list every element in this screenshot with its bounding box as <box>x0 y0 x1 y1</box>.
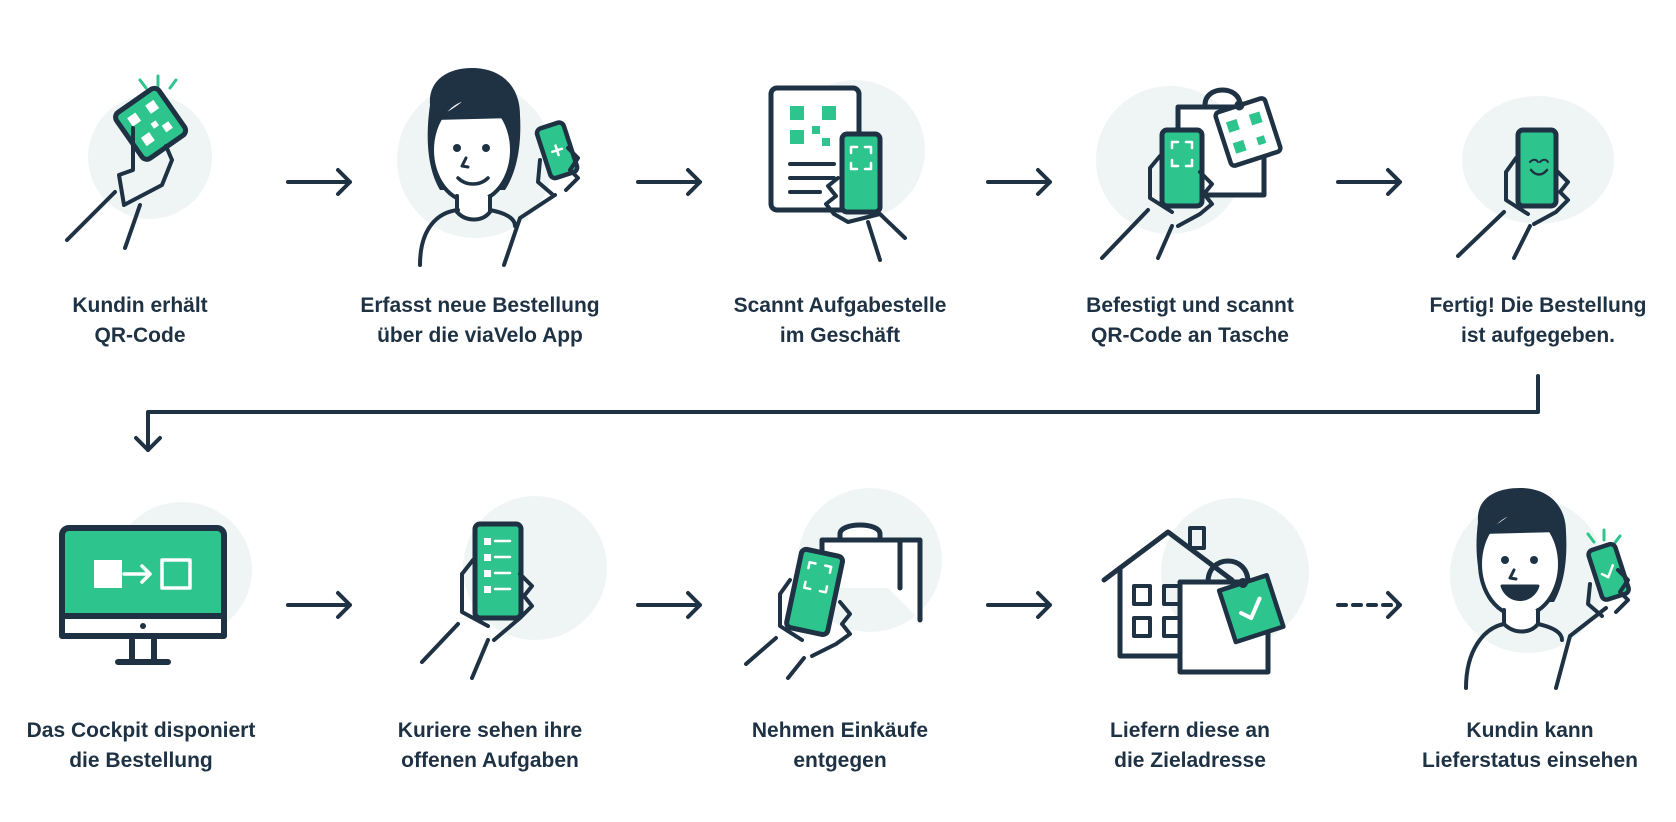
happy-phone-icon <box>1456 96 1614 260</box>
flow-arrow <box>986 591 1052 619</box>
scan-bag-tag-icon <box>1096 86 1283 260</box>
flow-arrow <box>1336 168 1402 196</box>
hand-phone-qr-icon <box>65 74 212 250</box>
monitor-cockpit-icon <box>59 502 252 665</box>
row-connector-arrow <box>134 374 1540 452</box>
house-delivery-icon <box>1101 498 1309 675</box>
task-list-phone-icon <box>420 496 607 680</box>
scan-document-icon <box>768 80 925 262</box>
flow-arrow <box>986 168 1052 196</box>
flow-arrow <box>286 591 352 619</box>
scan-shopping-bag-icon <box>744 488 942 680</box>
flow-arrow <box>286 168 352 196</box>
flow-arrow <box>636 168 702 196</box>
person-phone-icon <box>397 68 580 267</box>
flow-arrow <box>636 591 702 619</box>
dashed-flow-arrow <box>1336 591 1402 619</box>
person-status-icon <box>1450 488 1631 690</box>
